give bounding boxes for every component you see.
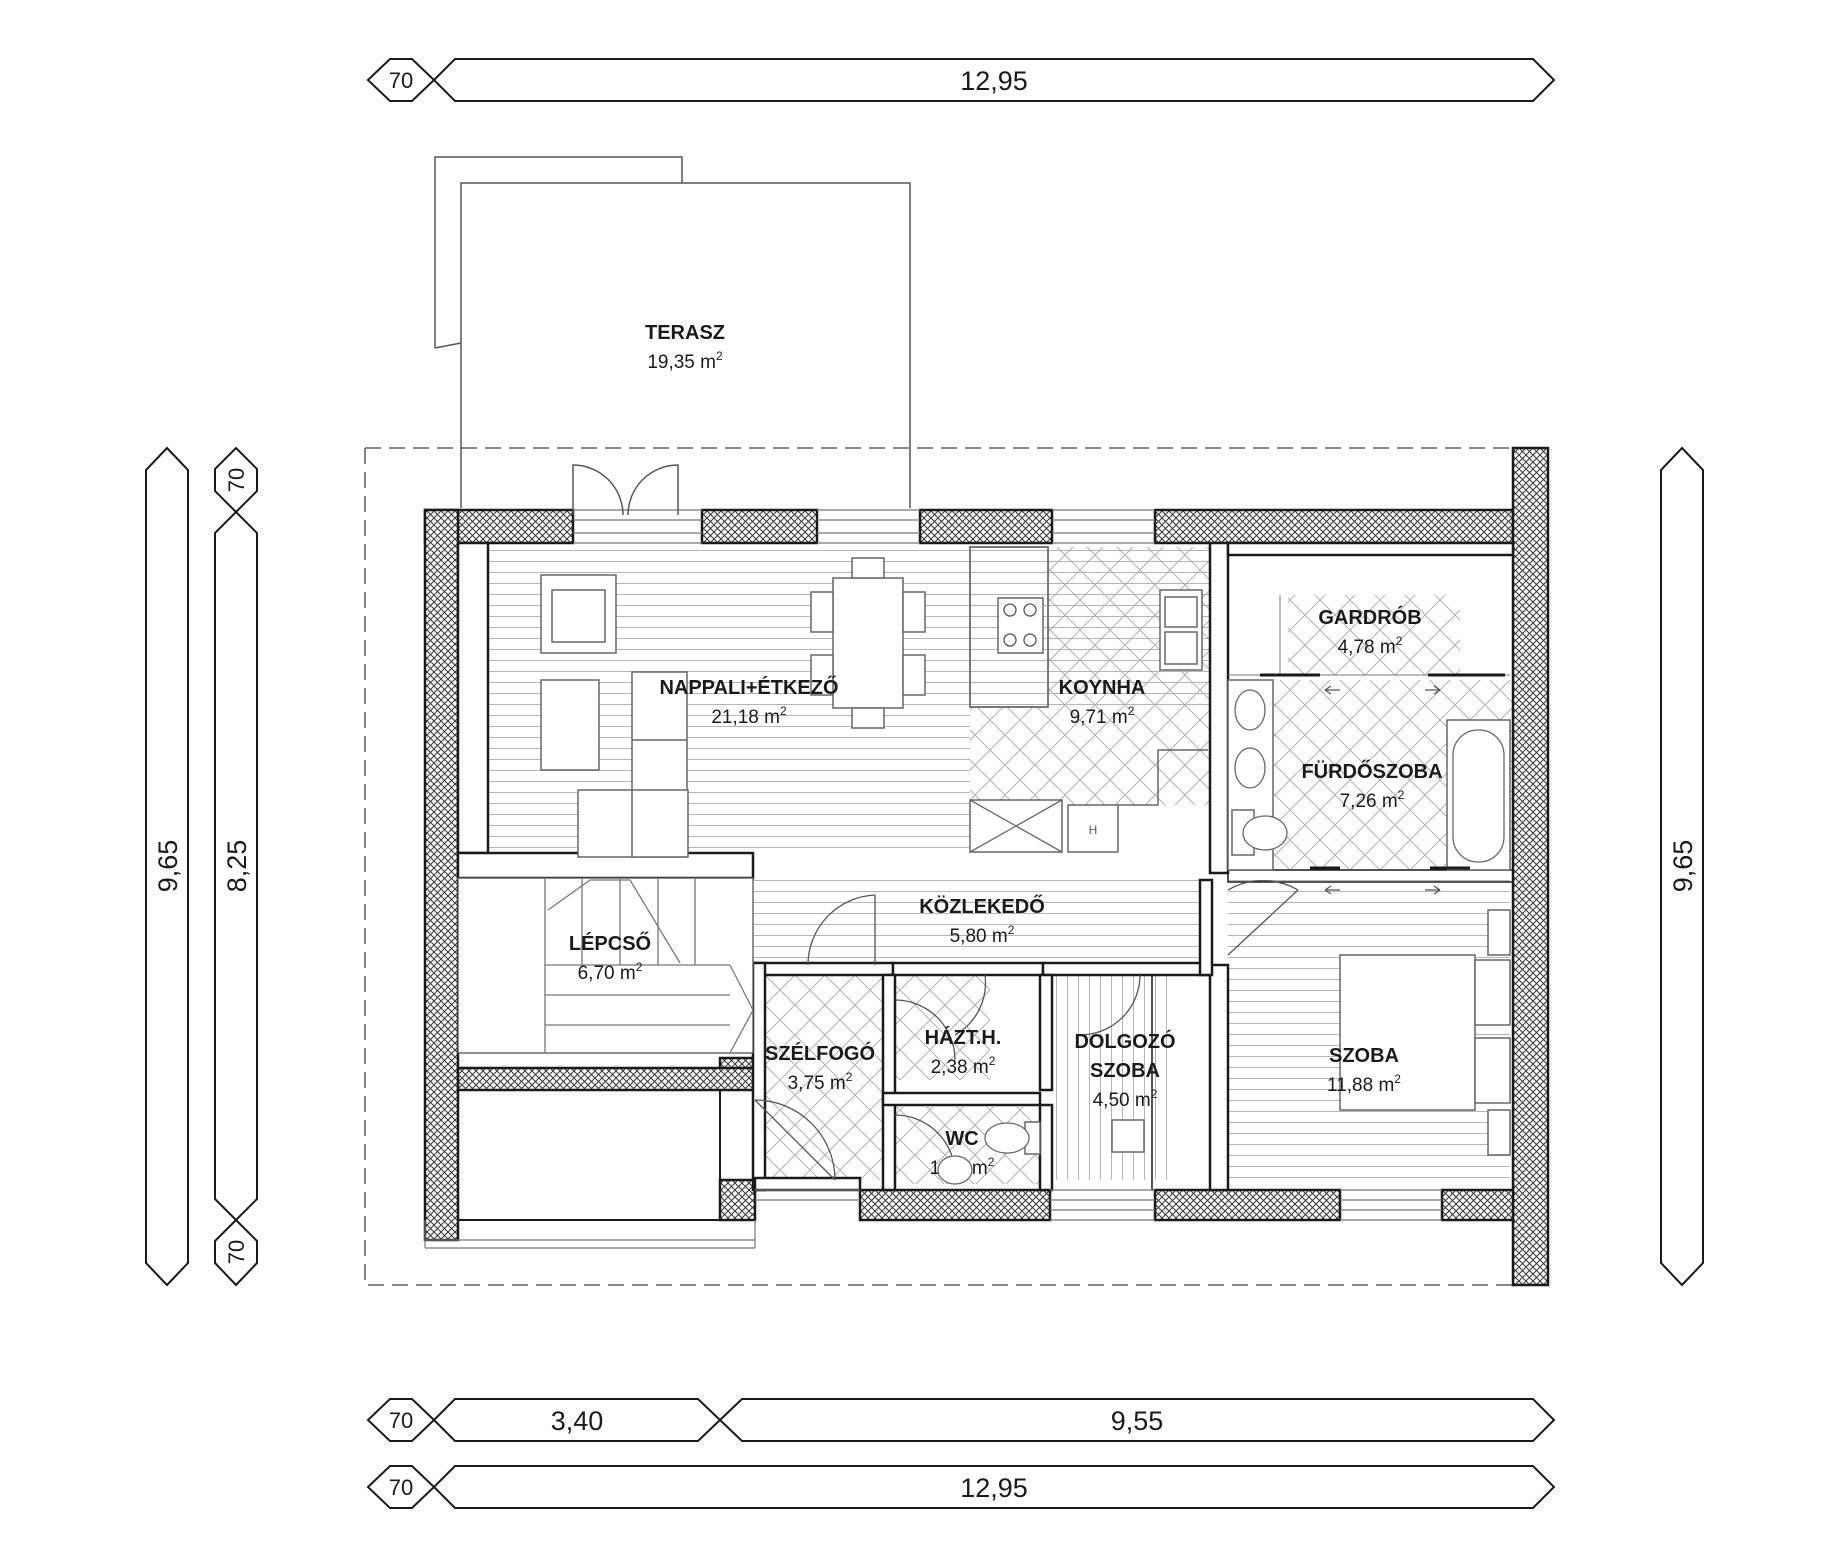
dimension-left-inner: 70 8,25 70	[214, 446, 258, 1287]
room-labels: TERASZ 19,35 m2 NAPPALI+ÉTKEZŐ 21,18 m2 …	[569, 322, 1443, 1179]
room-name-terasz: TERASZ	[645, 322, 725, 344]
room-name-dolgozo-1: DOLGOZÓ	[1074, 1029, 1175, 1053]
dim-left-inner-end-top: 70	[224, 468, 249, 492]
dimension-top: 70 12,95	[366, 58, 1556, 102]
interior-walls	[456, 541, 1515, 1221]
wc-fixtures	[937, 1119, 1145, 1185]
room-name-szelfogo: SZÉLFOGÓ	[765, 1041, 875, 1065]
dim-bottom1-end: 70	[389, 1408, 413, 1433]
dimension-bottom-1: 70 3,40 9,55	[366, 1398, 1556, 1442]
room-area-lepcso: 6,70 m2	[578, 960, 643, 984]
room-name-lepcso: LÉPCSŐ	[569, 932, 651, 955]
room-name-wc: WC	[945, 1128, 978, 1150]
room-area-szelfogo: 3,75 m2	[788, 1070, 853, 1094]
room-name-gardrob: GARDRÓB	[1318, 605, 1421, 629]
dim-left-inner-end-bottom: 70	[224, 1240, 249, 1264]
dimension-left-outer: 9,65	[145, 446, 189, 1287]
room-area-nappali: 21,18 m2	[711, 704, 787, 728]
room-area-koynha: 9,71 m2	[1070, 704, 1135, 728]
exterior-walls	[423, 446, 1550, 1287]
room-name-szoba: SZOBA	[1329, 1045, 1399, 1067]
dim-left-inner-main: 8,25	[222, 840, 252, 893]
room-area-gardrob: 4,78 m2	[1338, 634, 1403, 658]
dim-bottom2-end: 70	[389, 1475, 413, 1500]
appliance-label: H	[1089, 823, 1098, 837]
dimension-right: 9,65	[1660, 446, 1704, 1287]
room-name-furdo: FÜRDŐSZOBA	[1301, 760, 1442, 783]
dim-top-end: 70	[389, 68, 413, 93]
room-area-dolgozo: 4,50 m2	[1093, 1087, 1158, 1111]
dim-bottom1-b: 9,55	[1111, 1406, 1164, 1436]
dim-bottom2-main: 12,95	[960, 1473, 1028, 1503]
windows	[424, 509, 1442, 1249]
kitchen: H	[969, 546, 1208, 853]
room-name-nappali: NAPPALI+ÉTKEZŐ	[659, 676, 838, 699]
dim-bottom1-a: 3,40	[551, 1406, 604, 1436]
bedroom-furniture	[1339, 909, 1511, 1156]
stairs	[457, 877, 754, 1054]
dim-left-outer: 9,65	[153, 840, 183, 893]
terrace	[434, 156, 911, 508]
dim-right: 9,65	[1668, 840, 1698, 893]
room-area-szoba: 11,88 m2	[1327, 1072, 1401, 1096]
room-name-kozlekedo: KÖZLEKEDŐ	[919, 895, 1045, 918]
living-furniture	[540, 557, 926, 858]
dimension-bottom-2: 70 12,95	[366, 1465, 1556, 1509]
bathroom-fixtures	[1227, 595, 1511, 895]
room-area-terasz: 19,35 m2	[647, 349, 723, 373]
room-name-koynha: KOYNHA	[1059, 677, 1146, 699]
room-area-furdo: 7,26 m2	[1340, 788, 1405, 812]
dim-top-main: 12,95	[960, 66, 1028, 96]
room-name-hazt: HÁZT.H.	[925, 1026, 1002, 1049]
room-area-kozlekedo: 5,80 m2	[950, 923, 1015, 947]
room-name-dolgozo-2: SZOBA	[1090, 1060, 1160, 1082]
building-outline	[364, 447, 1548, 1286]
terrace-door	[572, 464, 679, 516]
interior-doors	[754, 880, 1299, 1181]
room-area-hazt: 2,38 m2	[931, 1054, 996, 1078]
